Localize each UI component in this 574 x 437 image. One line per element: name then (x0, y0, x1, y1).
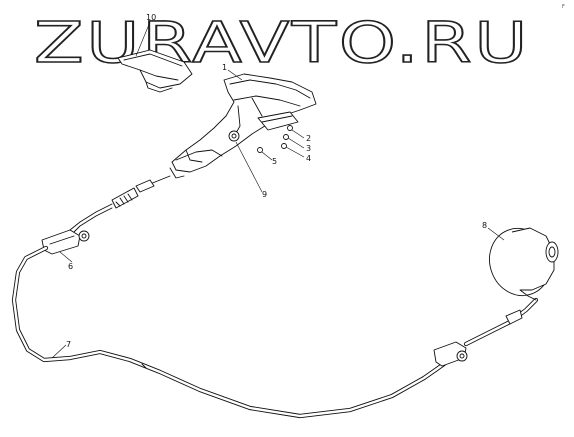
callout-8: 8 (482, 221, 487, 230)
nut-part-4 (281, 143, 287, 149)
callout-9: 9 (262, 190, 267, 199)
brake-drum-part-8 (489, 227, 559, 301)
callout-labels: 10 1 2 3 4 5 9 6 7 8 (66, 13, 487, 349)
callout-3: 3 (306, 144, 311, 153)
callout-4: 4 (306, 154, 311, 163)
screw-part-5 (257, 147, 263, 153)
corner-mark: F (562, 4, 565, 10)
cable-bracket-part-6 (41, 229, 90, 255)
front-brake-cable (69, 175, 171, 235)
bolt-part-2 (287, 125, 293, 131)
callout-2: 2 (306, 134, 311, 143)
leader-lines (51, 21, 505, 359)
washer-part-3 (283, 134, 289, 140)
brake-lever-bracket-part-1 (169, 73, 317, 179)
rear-cable-clamp (433, 297, 539, 367)
callout-5: 5 (272, 157, 277, 166)
callout-10: 10 (146, 13, 156, 22)
rear-brake-cable-part-7 (11, 245, 447, 419)
callout-7: 7 (66, 340, 71, 349)
lever-cover-part-10 (117, 49, 193, 93)
callout-1: 1 (222, 63, 227, 72)
callout-6: 6 (68, 262, 73, 271)
watermark: ZURAVTO.RU (34, 11, 530, 76)
